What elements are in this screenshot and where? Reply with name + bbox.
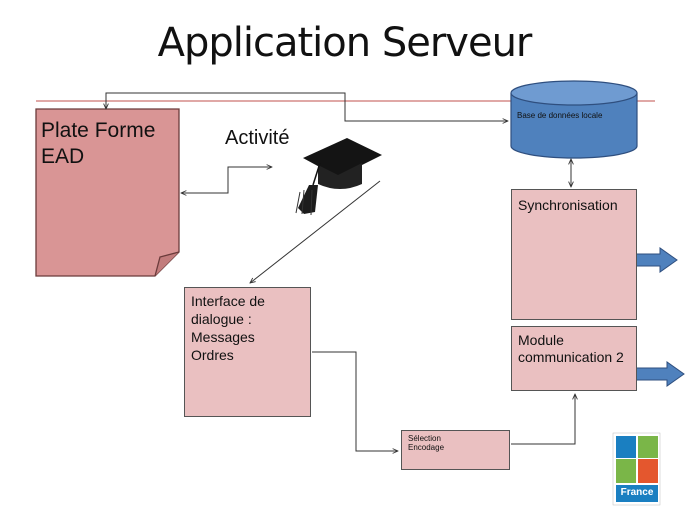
selection-line1: Sélection [408,434,441,443]
graduation-cap-icon [295,138,382,216]
plate-forme-note-fold [154,251,180,277]
synchronisation-box: Synchronisation [511,189,637,320]
database-cylinder [510,80,638,159]
connector-plate-to-activite [181,167,272,193]
connector-selection-to-module [511,394,575,445]
module-communication-box: Module communication 2 [511,326,637,391]
interface-line4: Ordres [191,347,234,363]
interface-dialogue-box: Interface de dialogue : Messages Ordres [184,287,311,417]
interface-line1: Interface de [191,293,265,309]
connector-plate-to-database [106,92,508,121]
module-line1: Module [518,332,564,348]
slide-title: Application Serveur [157,20,533,66]
logo [612,432,661,506]
interface-line3: Messages [191,329,255,345]
database-label: Base de données locale [517,111,603,120]
connector-cap-to-interface [250,180,381,283]
logo-text: France [620,487,654,498]
activite-label: Activité [225,127,290,149]
selection-encodage-box: Sélection Encodage [401,430,510,470]
connector-interface-to-selection [312,351,398,451]
plate-forme-line1: Plate Forme [41,119,156,142]
synchronisation-label: Synchronisation [518,197,618,213]
module-line2: communication 2 [518,349,624,365]
plate-forme-line2: EAD [41,145,85,168]
plate-forme-label: Plate Forme EAD [41,118,181,170]
selection-line2: Encodage [408,443,445,452]
interface-line2: dialogue : [191,311,252,327]
